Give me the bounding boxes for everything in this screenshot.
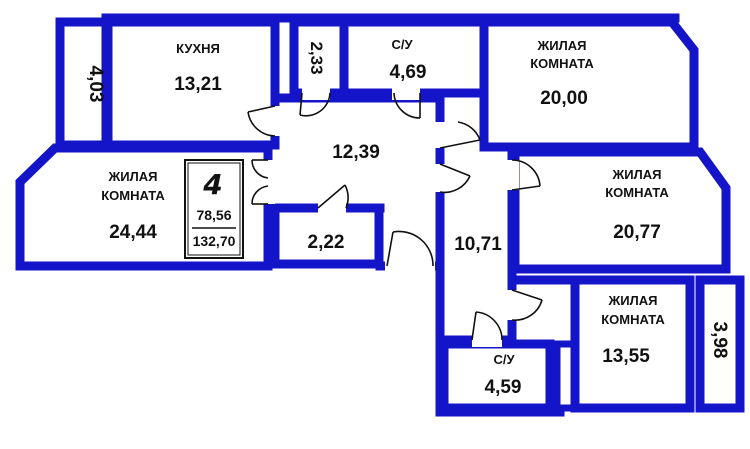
living-mid-right-wall: [510, 147, 731, 274]
doors: [247, 88, 543, 347]
kitchen-area: 13,21: [174, 74, 222, 95]
rooms-count: 4: [202, 168, 222, 201]
living-bottom-right-area: 13,55: [602, 346, 650, 367]
storage-area: 2,22: [308, 232, 345, 253]
living-top-right-name-1: ЖИЛАЯ: [537, 38, 587, 53]
living-top-right-area: 20,00: [540, 88, 588, 109]
balcony-right-wall: [695, 275, 745, 413]
living-top-right-wall: [479, 17, 699, 152]
bathroom-bottom-name: С/У: [493, 352, 515, 367]
corridor-area: 10,71: [454, 234, 502, 255]
balcony-right-area: 3,98: [709, 322, 730, 359]
bathroom-bottom-area: 4,59: [485, 377, 522, 398]
living-left-name-1: ЖИЛАЯ: [108, 169, 158, 184]
living-left-area: 24,44: [109, 222, 157, 243]
living-area-total: 78,56: [196, 207, 231, 223]
living-mid-right-name-1: ЖИЛАЯ: [612, 167, 662, 182]
living-mid-right-area: 20,77: [613, 222, 661, 243]
living-bottom-right-name-2: КОМНАТА: [601, 312, 665, 327]
bathroom-top-name: С/У: [391, 37, 413, 52]
pantry-top-area: 2,33: [307, 41, 326, 74]
balcony-left-area: 4,03: [85, 66, 106, 103]
total-area: 132,70: [193, 233, 236, 249]
living-left-name-2: КОМНАТА: [101, 188, 165, 203]
living-left-wall: [15, 143, 273, 271]
hall-area: 12,39: [332, 142, 380, 163]
kitchen-name: КУХНЯ: [176, 41, 220, 56]
living-top-right-name-2: КОМНАТА: [530, 56, 594, 71]
apartment-summary-badge: 4 78,56 132,70: [184, 159, 244, 259]
bathroom-top-area: 4,69: [390, 62, 427, 83]
living-bottom-right-name-1: ЖИЛАЯ: [608, 293, 658, 308]
living-mid-right-name-2: КОМНАТА: [605, 185, 669, 200]
